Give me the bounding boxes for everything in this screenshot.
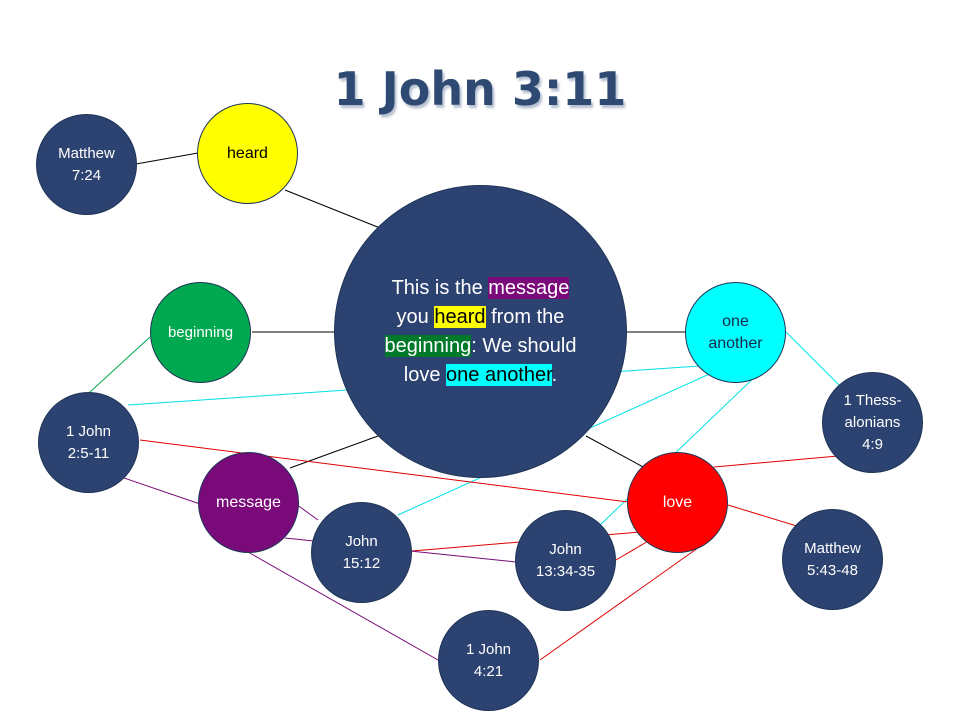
verse-part: you (396, 305, 435, 328)
verse-part: . (551, 363, 558, 386)
node-1john-4-21: 1 John 4:21 (438, 610, 539, 711)
node-beginning-label: beginning (167, 323, 234, 341)
node-john-15-12-label: John 15:12 (342, 532, 381, 572)
verse-highlight-one-another: one another (446, 363, 552, 386)
link-love-matthew543 (727, 504, 801, 528)
verse-part: This is the (391, 276, 489, 299)
node-1john-2-5-11-label: 1 John 2:5-11 (65, 422, 112, 462)
link-center-message (289, 435, 379, 469)
link-1john2-love (139, 439, 629, 503)
node-one-another: one another (685, 282, 786, 383)
node-1thessalonians-4-9-label: 1 Thess- alonians 4:9 (843, 391, 902, 453)
node-matthew-5-43-48-label: Matthew 5:43-48 (804, 539, 861, 579)
node-message: message (198, 452, 299, 553)
link-oneanother-thess (785, 331, 841, 387)
node-matthew-5-43-48: Matthew 5:43-48 (782, 509, 883, 610)
node-love: love (627, 452, 728, 553)
node-1thessalonians-4-9: 1 Thess- alonians 4:9 (822, 372, 923, 473)
link-1john4-love (539, 544, 703, 661)
node-matthew-7-24: Matthew 7:24 (36, 114, 137, 215)
verse-part: from the (485, 305, 565, 328)
node-1john-2-5-11: 1 John 2:5-11 (38, 392, 139, 493)
node-john-13-34-35-label: John 13:34-35 (535, 540, 596, 580)
node-matthew-7-24-label: Matthew 7:24 (58, 144, 115, 184)
node-john-15-12: John 15:12 (311, 502, 412, 603)
node-1john-4-21-label: 1 John 4:21 (465, 640, 512, 680)
node-message-label: message (216, 493, 281, 511)
verse-highlight-beginning: beginning (384, 334, 472, 357)
node-heard: heard (197, 103, 298, 204)
diagram-title: 1 John 3:11 (333, 62, 627, 116)
node-heard-label: heard (227, 144, 268, 162)
verse-text: This is the message you heard from the b… (376, 274, 586, 390)
node-john-13-34-35: John 13:34-35 (515, 510, 616, 611)
center-verse-node: This is the message you heard from the b… (334, 185, 627, 478)
verse-highlight-heard: heard (434, 305, 486, 328)
node-one-another-label: one another (708, 312, 763, 352)
verse-highlight-message: message (488, 276, 570, 299)
link-1john2-beginning (89, 336, 151, 393)
link-1john2-message (123, 477, 201, 505)
link-john1334-oneanother (599, 371, 761, 526)
link-love-thess (713, 455, 839, 468)
link-john1334-love (615, 539, 651, 561)
link-center-love (585, 435, 646, 469)
link-heard-center (284, 189, 381, 229)
link-message-1john4 (247, 551, 439, 661)
link-matthew724-heard (135, 152, 199, 165)
node-beginning: beginning (150, 282, 251, 383)
node-love-label: love (662, 493, 693, 511)
verse-part: : We should love (403, 334, 577, 386)
